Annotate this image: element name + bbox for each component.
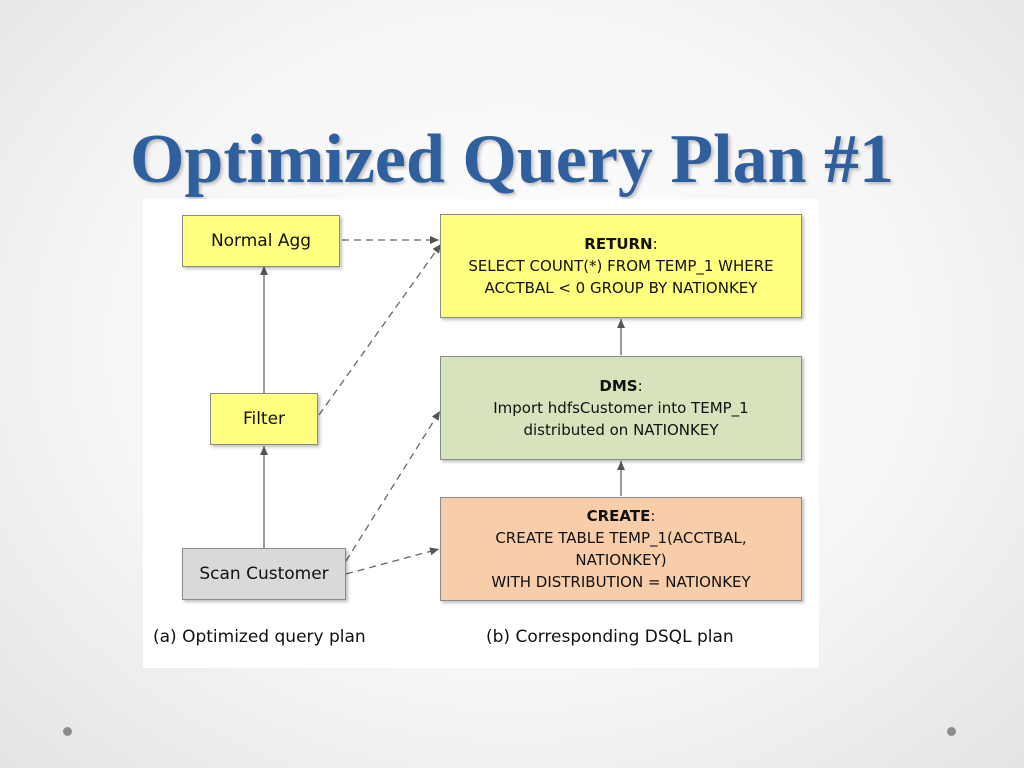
node-return-line-2: ACCTBAL < 0 GROUP BY NATIONKEY bbox=[484, 279, 758, 297]
node-scan-customer-label: Scan Customer bbox=[199, 564, 329, 584]
node-normal-agg: Normal Agg bbox=[182, 215, 340, 267]
node-return-step: RETURN: SELECT COUNT(*) FROM TEMP_1 WHER… bbox=[440, 214, 802, 318]
dashed-arrow-scan-to-dms bbox=[345, 410, 441, 562]
node-dms-line-2: distributed on NATIONKEY bbox=[523, 421, 719, 439]
node-dms-step: DMS: Import hdfsCustomer into TEMP_1 dis… bbox=[440, 356, 802, 460]
node-return-title: RETURN bbox=[584, 235, 653, 253]
node-dms-title: DMS bbox=[599, 377, 638, 395]
node-create-title: CREATE bbox=[586, 507, 651, 525]
node-return-line-1: SELECT COUNT(*) FROM TEMP_1 WHERE bbox=[468, 257, 774, 275]
node-create-line-3: WITH DISTRIBUTION = NATIONKEY bbox=[491, 573, 751, 591]
node-dms-heading: DMS: bbox=[599, 377, 643, 395]
node-normal-agg-label: Normal Agg bbox=[210, 231, 312, 251]
node-create-line-2: NATIONKEY) bbox=[575, 551, 667, 569]
node-create-line-1: CREATE TABLE TEMP_1(ACCTBAL, bbox=[495, 529, 747, 547]
node-filter: Filter bbox=[210, 393, 318, 445]
dashed-arrow-scan-to-create bbox=[345, 547, 440, 575]
slide-title: Optimized Query Plan #1 bbox=[129, 120, 895, 198]
caption-dsql-plan: (b) Corresponding DSQL plan bbox=[486, 627, 734, 647]
node-scan-customer: Scan Customer bbox=[182, 548, 346, 600]
node-dms-line-1: Import hdfsCustomer into TEMP_1 bbox=[493, 399, 749, 417]
node-create-heading: CREATE: bbox=[586, 507, 656, 525]
caption-optimized-query-plan: (a) Optimized query plan bbox=[153, 627, 366, 647]
dashed-arrow-filter-to-return bbox=[318, 243, 442, 416]
node-filter-label: Filter bbox=[242, 409, 286, 429]
query-plan-figure: Normal Agg Filter Scan Customer RETURN: … bbox=[143, 199, 819, 668]
corner-dot-right bbox=[947, 727, 956, 736]
corner-dot-left bbox=[63, 727, 72, 736]
node-return-heading: RETURN: bbox=[584, 235, 658, 253]
node-create-step: CREATE: CREATE TABLE TEMP_1(ACCTBAL, NAT… bbox=[440, 497, 802, 601]
diagram-connectors bbox=[260, 236, 625, 575]
